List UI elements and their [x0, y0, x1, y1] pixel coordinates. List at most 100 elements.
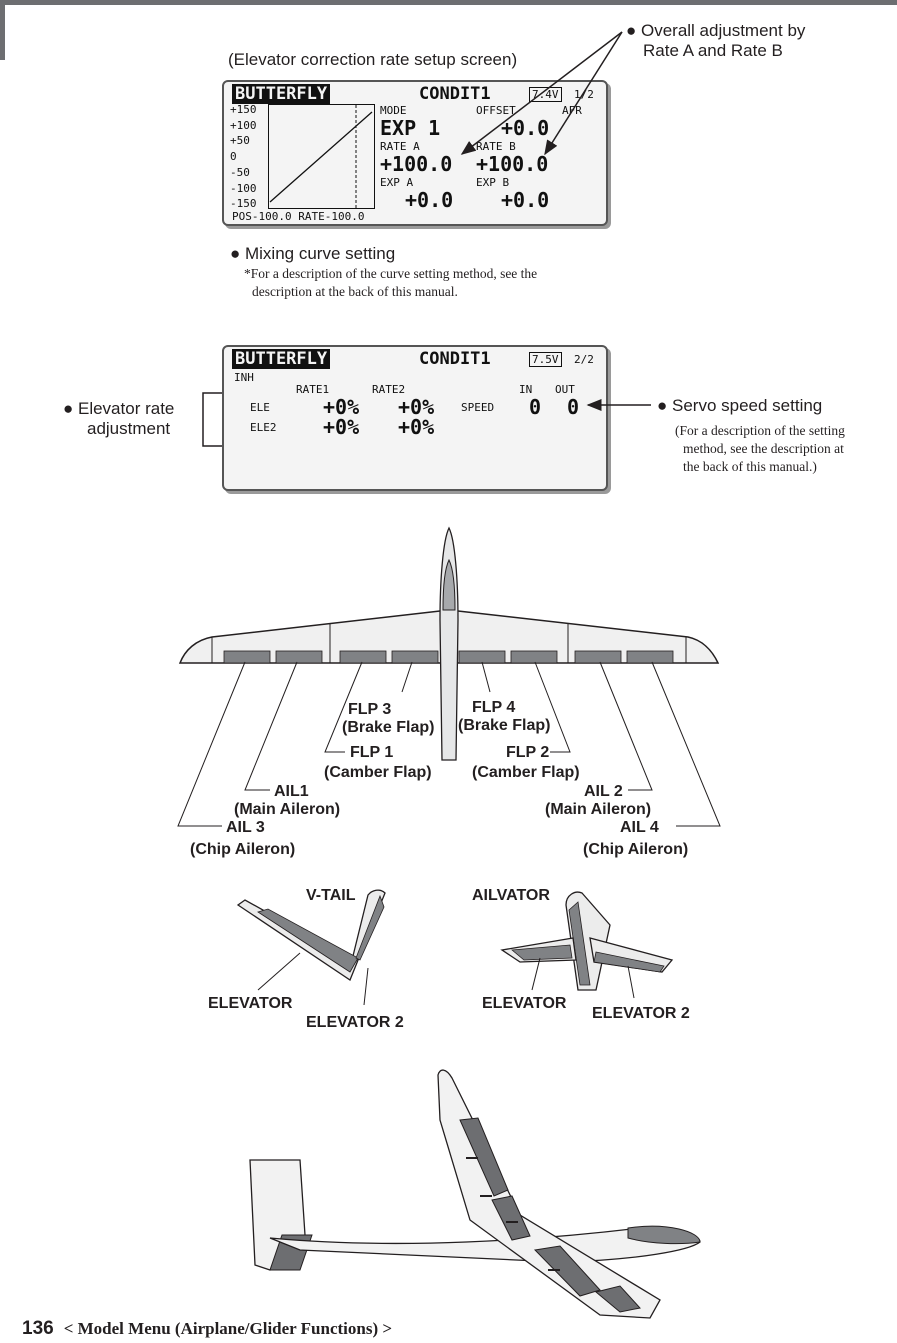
ailvator-diagram: [500, 891, 674, 999]
flp2-label: FLP 2: [506, 744, 550, 761]
offset-label: OFFSET: [476, 104, 516, 117]
v-tail-elevator2-label: ELEVATOR 2: [306, 1014, 404, 1031]
page-indicator: 2/2: [574, 353, 594, 366]
ele2-rate2-value: +0%: [398, 415, 435, 439]
flp3-label: FLP 3: [348, 701, 392, 718]
page-number: 136: [22, 1318, 54, 1339]
ailvator-title: AILVATOR: [472, 887, 550, 904]
ytick: 0: [230, 150, 237, 164]
ele-rate2-value: +0%: [398, 395, 435, 419]
ail1-label: AIL1: [274, 783, 309, 800]
position-rate-readout: POS-100.0 RATE-100.0: [232, 210, 365, 223]
speed-out-value: 0: [567, 395, 580, 419]
v-tail-title: V-TAIL: [306, 887, 356, 904]
screen1-caption: (Elevator correction rate setup screen): [228, 50, 518, 69]
ail2-role: (Main Aileron): [545, 801, 652, 818]
overall-adjustment-callout-2: Rate A and Rate B: [643, 41, 783, 60]
rate-a-value: +100.0: [380, 152, 453, 176]
curve-y-ticks: +150 +100 +50 0 -50 -100 -150: [230, 102, 257, 212]
elevator-rate-bracket: [202, 392, 222, 447]
in-header: IN: [519, 383, 533, 396]
flp2-role: (Camber Flap): [472, 764, 580, 781]
screen1-title: BUTTERFLY: [232, 84, 331, 104]
speed-in-value: 0: [529, 395, 542, 419]
speed-label: SPEED: [461, 401, 495, 414]
flp4-surface: [458, 650, 506, 664]
rate2-header: RATE2: [372, 383, 406, 396]
side-tab: [0, 0, 5, 60]
flp3-role: (Brake Flap): [342, 719, 435, 736]
flp1-label: FLP 1: [350, 744, 394, 761]
rate-b-label: RATE B: [476, 140, 516, 153]
ytick: +150: [230, 103, 257, 116]
flp1-surface: [339, 650, 387, 664]
ytick: +50: [230, 134, 250, 148]
offset-value: +0.0: [501, 116, 550, 140]
mode-label: MODE: [380, 104, 407, 117]
ytick: +100: [230, 118, 257, 132]
out-header: OUT: [555, 383, 575, 396]
flp3-surface: [391, 650, 439, 664]
rate1-header: RATE1: [296, 383, 330, 396]
top-rule: [0, 0, 897, 5]
battery-indicator: 7.5V: [529, 352, 562, 367]
ail2-label: AIL 2: [584, 783, 623, 800]
rate-b-value: +100.0: [476, 152, 549, 176]
flp1-role: (Camber Flap): [324, 764, 432, 781]
ailvator-elevator2-label: ELEVATOR 2: [592, 1005, 690, 1022]
mode-value: EXP 1: [380, 116, 441, 140]
ail4-label: AIL 4: [620, 819, 659, 836]
screen2-title: BUTTERFLY: [232, 349, 331, 369]
glider-illustration: [249, 1069, 701, 1319]
curve-note-line2: description at the back of this manual.: [252, 284, 458, 299]
rate-a-label: RATE A: [380, 140, 420, 153]
wing-diagram: [177, 526, 721, 827]
screen1-condition: CONDIT1: [419, 84, 491, 104]
ail3-label: AIL 3: [226, 819, 265, 836]
servo-speed-callout: ● Servo speed setting: [657, 396, 823, 415]
section-title: < Model Menu (Airplane/Glider Functions)…: [63, 1319, 393, 1338]
ele2-rate1-value: +0%: [323, 415, 360, 439]
ytick: -150: [230, 197, 257, 211]
ail1-surface: [275, 650, 323, 664]
battery-indicator: 7.4V: [529, 87, 562, 102]
servo-note-line1: (For a description of the setting: [675, 423, 845, 438]
elevator-correction-screen: BUTTERFLY CONDIT1 7.4V 1/2 +150 +100 +50…: [222, 80, 608, 226]
mixing-curve-graph: [268, 104, 375, 209]
servo-note-line2: method, see the description at: [683, 441, 844, 456]
flp2-surface: [510, 650, 558, 664]
ail4-role: (Chip Aileron): [583, 841, 689, 858]
v-tail-diagram: [236, 889, 386, 1006]
ele-label: ELE: [250, 401, 270, 414]
curve-note-line1: *For a description of the curve setting …: [244, 266, 538, 281]
ele-rate1-value: +0%: [323, 395, 360, 419]
exp-b-value: +0.0: [501, 188, 550, 212]
ail3-role: (Chip Aileron): [190, 841, 296, 858]
page-footer: 136 < Model Menu (Airplane/Glider Functio…: [22, 1318, 392, 1340]
ail4-surface: [626, 650, 674, 664]
exp-b-label: EXP B: [476, 176, 510, 189]
ail1-role: (Main Aileron): [234, 801, 341, 818]
ele2-label: ELE2: [250, 421, 277, 434]
servo-note-line3: the back of this manual.): [683, 459, 817, 474]
ailvator-elevator-label: ELEVATOR: [482, 995, 567, 1012]
screen2-condition: CONDIT1: [419, 349, 491, 369]
ail3-surface: [223, 650, 271, 664]
overall-adjustment-callout: ● Overall adjustment by: [626, 21, 806, 40]
exp-a-label: EXP A: [380, 176, 414, 189]
v-tail-elevator-label: ELEVATOR: [208, 995, 293, 1012]
elevator-rate-callout-2: adjustment: [87, 419, 171, 438]
mixing-curve-callout: ● Mixing curve setting: [230, 244, 396, 263]
page-indicator: 1/2: [574, 88, 594, 101]
ytick: -50: [230, 165, 250, 179]
overall-adjustment-arrows: [460, 31, 623, 156]
elevator-speed-screen: BUTTERFLY CONDIT1 7.5V 2/2 INH RATE1 RAT…: [222, 345, 608, 491]
flp4-role: (Brake Flap): [458, 717, 551, 734]
inh-label: INH: [234, 371, 254, 384]
ail2-surface: [574, 650, 622, 664]
flp4-label: FLP 4: [472, 699, 516, 716]
elevator-rate-callout: ● Elevator rate: [63, 399, 175, 418]
exp-a-value: +0.0: [405, 188, 454, 212]
ytick: -100: [230, 181, 257, 195]
